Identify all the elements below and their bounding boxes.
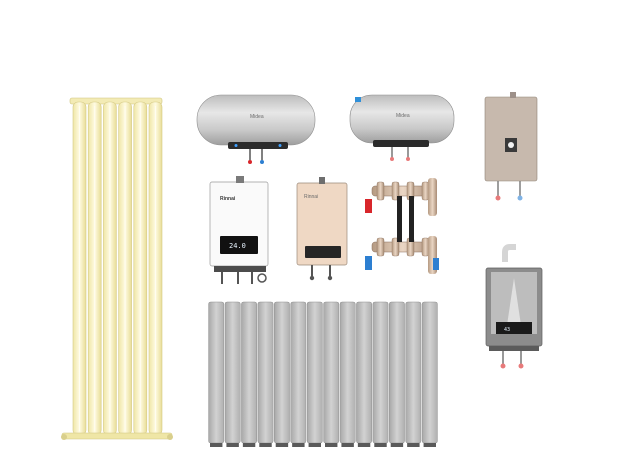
wall-gas-boiler-taupe <box>484 92 538 201</box>
radiator-panel-section <box>290 301 307 444</box>
radiator-panel-foot <box>308 443 321 447</box>
manifold-blue-valve-right <box>433 258 439 270</box>
cold-inlet-1 <box>260 160 264 164</box>
electric-water-heater-2: Midea <box>349 94 455 161</box>
boiler-beige-brand: Rinnai <box>304 194 318 200</box>
floor-heating-manifold <box>365 178 439 274</box>
radiator-panel-foot <box>275 443 289 447</box>
hot-outlet-1 <box>248 160 252 164</box>
radiator-panel-foot <box>226 443 239 447</box>
manifold-port <box>421 237 430 257</box>
manifold-port <box>376 181 385 201</box>
radiator-panel-section <box>421 301 438 444</box>
radiator-panel-section <box>208 301 225 444</box>
manifold-blue-valve-left <box>365 256 372 270</box>
cream-column-radiator <box>61 97 173 440</box>
radiator-panel-foot <box>374 443 387 447</box>
radiator-panel-foot <box>259 443 272 447</box>
radiator-panel-foot <box>242 443 256 447</box>
radiator-panel-section <box>323 301 340 444</box>
manifold-port <box>421 181 430 201</box>
manifold-port <box>376 237 385 257</box>
water-heater-1-control-panel <box>228 142 288 149</box>
radiator-panel-foot <box>292 443 305 447</box>
radiator-panel-section <box>389 301 405 444</box>
boiler-beige-display <box>305 246 341 258</box>
radiator-valve-left <box>61 434 67 440</box>
radiator-panel-foot <box>357 443 371 447</box>
radiator-panel-foot <box>407 443 420 447</box>
wall-gas-boiler-white: Rinnai 24.0 <box>209 176 269 284</box>
boiler-grey-display-value: 43 <box>504 327 510 333</box>
radiator-panel-section <box>224 301 241 444</box>
radiator-panel-section <box>306 301 323 444</box>
radiator-panel-foot <box>390 443 404 447</box>
radiator-panel-section <box>257 301 274 444</box>
water-heater-2-brand: Midea <box>396 113 410 119</box>
boiler-white-display <box>220 236 258 254</box>
manifold-port <box>391 237 400 257</box>
manifold-port <box>391 181 400 201</box>
boiler-white-brand: Rinnai <box>220 196 236 202</box>
radiator-panel-foot <box>341 443 354 447</box>
manifold-red-valve <box>365 199 372 213</box>
radiator-panel-foot <box>210 443 223 447</box>
radiator-panel-section <box>339 301 356 444</box>
boiler-grey-display <box>496 322 532 334</box>
radiator-panel-section <box>405 301 422 444</box>
wall-gas-boiler-beige: Rinnai <box>296 177 348 281</box>
boiler-white-display-value: 24.0 <box>229 242 246 250</box>
grey-panel-radiator <box>208 301 438 447</box>
water-heater-2-control-panel <box>373 140 429 147</box>
radiator-valve-right <box>167 434 173 440</box>
radiator-panel-foot <box>325 443 338 447</box>
radiator-panel-section <box>274 301 290 444</box>
electric-water-heater-1: Midea <box>196 94 316 164</box>
radiator-panel-section <box>241 301 257 444</box>
radiator-panel-section <box>356 301 372 444</box>
radiator-panel-foot <box>423 443 436 447</box>
radiator-panel-section <box>372 301 389 444</box>
water-heater-1-brand: Midea <box>250 114 264 120</box>
wall-gas-boiler-grey-window: 43 <box>485 244 543 369</box>
